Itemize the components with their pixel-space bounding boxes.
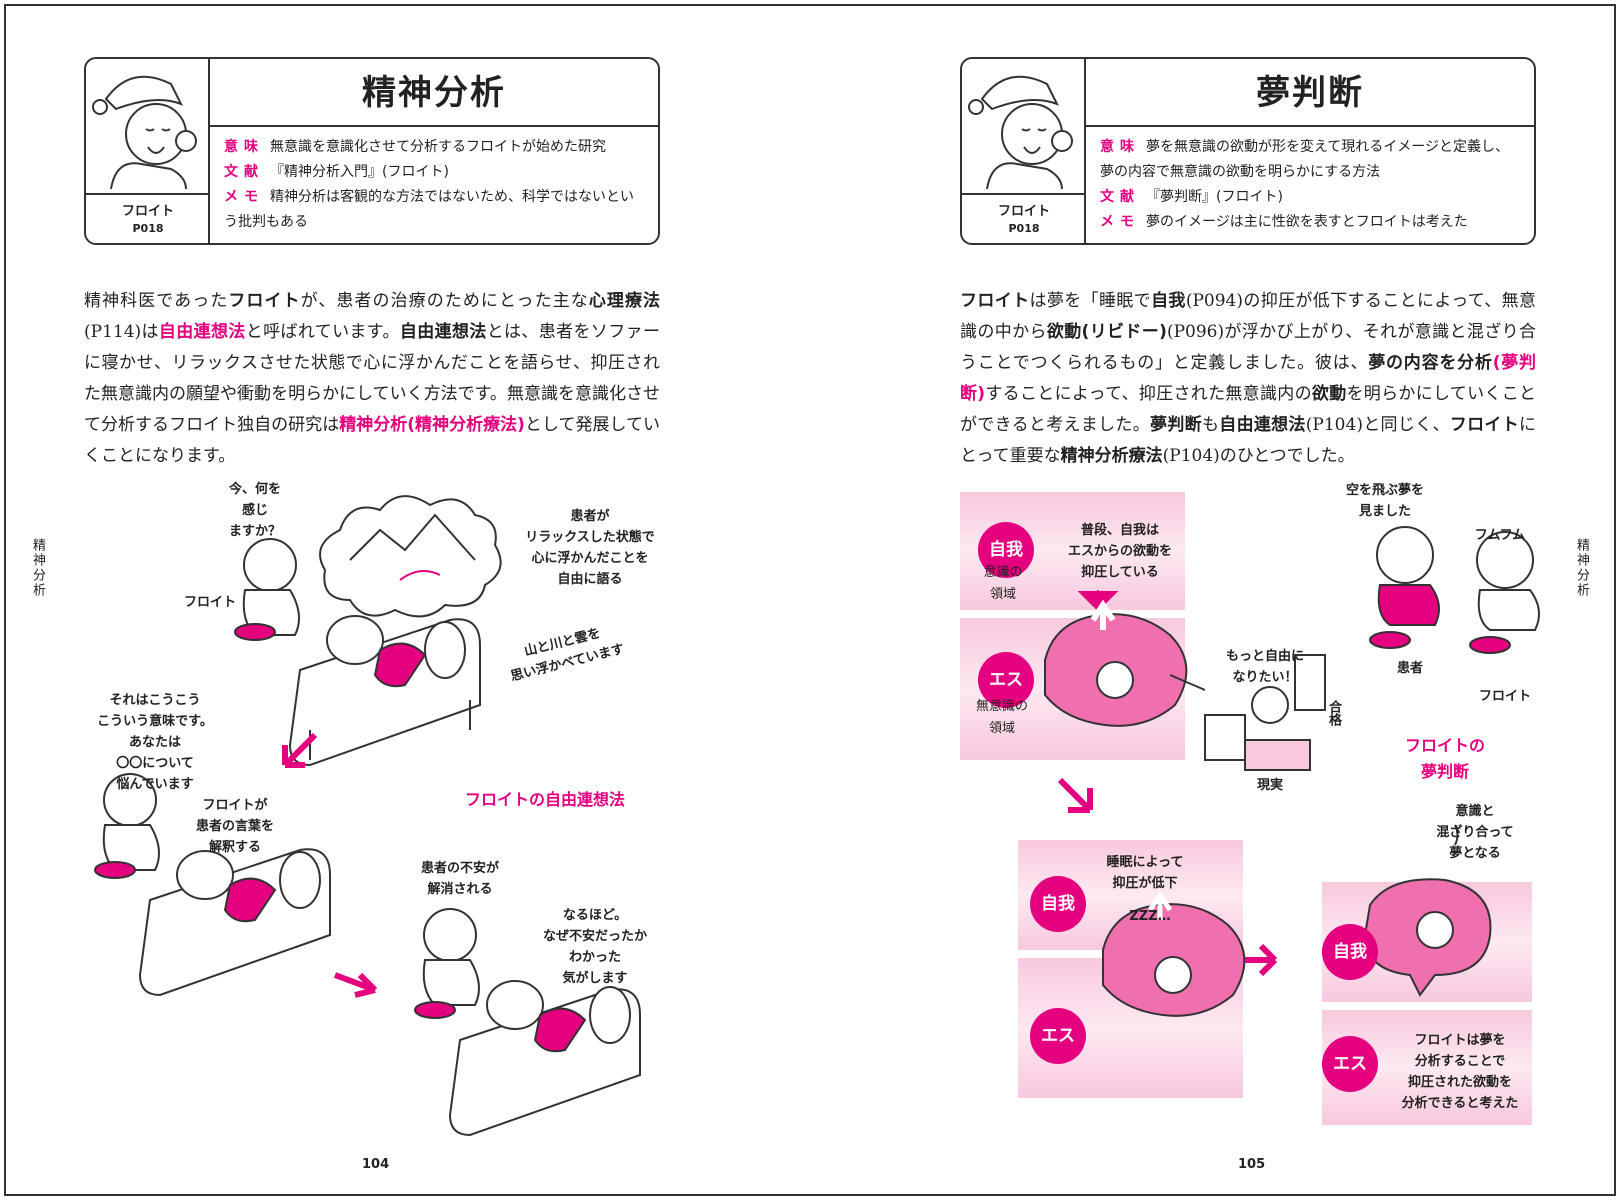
term-title: 精神分析 bbox=[210, 59, 658, 127]
dream-analysis-illustration bbox=[1044, 526, 1540, 1017]
diagram-title-right: フロイトの 夢判断 bbox=[1404, 736, 1485, 781]
caption-patient: 患者 bbox=[1396, 661, 1423, 676]
caption-zzz: ZZZ… bbox=[1129, 909, 1171, 924]
page-number-right: 105 bbox=[1238, 1157, 1266, 1172]
caption-naruhodo: なるほど。 なぜ不安だったか わかった 気がします bbox=[542, 908, 647, 986]
caption-want-free: もっと自由に なりたい！ bbox=[1225, 649, 1304, 685]
ego-circle-mid: 自我 bbox=[1030, 876, 1086, 932]
reference-label: 文献 bbox=[1100, 189, 1140, 205]
meaning-text: 夢を無意識の欲動が形を変えて現れるイメージと定義し、夢の内容で無意識の欲動を明ら… bbox=[1100, 139, 1510, 180]
memo-label: メモ bbox=[224, 189, 264, 205]
caption-interpret: それはこうこう こういう意味です。 あなたは 〇〇について 悩んでいます bbox=[97, 693, 213, 792]
meaning-text: 無意識を意識化させて分析するフロイトが始めた研究 bbox=[270, 139, 606, 155]
meaning-label: 意味 bbox=[224, 139, 264, 155]
diagram-title-left: フロイトの自由連想法 bbox=[464, 790, 625, 809]
term-info: 意味無意識を意識化させて分析するフロイトが始めた研究 文献『精神分析入門』(フロ… bbox=[224, 135, 644, 235]
es-circle-mid: エス bbox=[1030, 1008, 1086, 1064]
reference-text: 『夢判断』(フロイト) bbox=[1146, 189, 1283, 205]
es-circle-top: エス bbox=[978, 652, 1034, 708]
memo-text: 精神分析は客観的な方法ではないため、科学ではないという批判もある bbox=[224, 189, 634, 230]
term-title: 夢判断 bbox=[1086, 59, 1534, 127]
memo-text: 夢のイメージは主に性欲を表すとフロイトは考えた bbox=[1146, 214, 1468, 230]
caption-question: 今、何を 感じ ますか？ bbox=[228, 482, 281, 539]
free-association-illustration bbox=[94, 495, 641, 1137]
side-tab-left: 精神分析 bbox=[30, 538, 45, 598]
exam-sign: 合格 bbox=[1326, 700, 1341, 726]
body-text-left: 精神科医であったフロイトが、患者の治療のためにとった主な心理療法(P114)は自… bbox=[84, 291, 661, 466]
page-frame bbox=[4, 4, 1616, 1196]
caption-flying-dream: 空を飛ぶ夢を 見ました bbox=[1345, 483, 1424, 519]
caption-freud-analyzes: フロイトは夢を 分析することで 抑圧された欲動を 分析できると考えた bbox=[1401, 1033, 1519, 1111]
caption-freud-interprets: フロイトが 患者の言葉を 解釈する bbox=[195, 798, 274, 855]
ego-circle-top: 自我 bbox=[978, 522, 1034, 578]
page-number-left: 104 bbox=[362, 1157, 390, 1172]
term-info: 意味夢を無意識の欲動が形を変えて現れるイメージと定義し、夢の内容で無意識の欲動を… bbox=[1100, 135, 1520, 235]
unconscious-area-label: 無意識の 領域 bbox=[975, 699, 1028, 736]
freud-portrait bbox=[86, 59, 210, 245]
freud-portrait bbox=[962, 59, 1086, 245]
caption-freud: フロイト bbox=[183, 595, 236, 610]
memo-label: メモ bbox=[1100, 214, 1140, 230]
caption-fumufumu: フムフム bbox=[1474, 528, 1526, 543]
body-text-right: フロイトは夢を「睡眠で自我(P094)の抑圧が低下することによって、無意識の中か… bbox=[960, 291, 1537, 466]
caption-reality: 現実 bbox=[1256, 778, 1283, 793]
reference-text: 『精神分析入門』(フロイト) bbox=[270, 164, 449, 180]
caption-normally: 普段、自我は エスからの欲動を 抑圧している bbox=[1067, 523, 1172, 580]
caption-mix-dream: 意識と 混ざり合って 夢となる bbox=[1436, 804, 1514, 861]
caption-patient-relax: 患者が リラックスした状態で 心に浮かんだことを 自由に語る bbox=[525, 509, 655, 587]
reference-label: 文献 bbox=[224, 164, 264, 180]
ego-circle-right: 自我 bbox=[1322, 924, 1378, 980]
caption-anxiety: 患者の不安が 解消される bbox=[420, 861, 499, 897]
caption-freud: フロイト bbox=[1478, 689, 1531, 704]
meaning-label: 意味 bbox=[1100, 139, 1140, 155]
es-circle-right: エス bbox=[1322, 1036, 1378, 1092]
side-tab-right: 精神分析 bbox=[1574, 538, 1589, 598]
conscious-area-label: 意識の 領域 bbox=[983, 565, 1023, 602]
caption-sleep-lowers: 睡眠によって 抑圧が低下 bbox=[1106, 855, 1184, 891]
